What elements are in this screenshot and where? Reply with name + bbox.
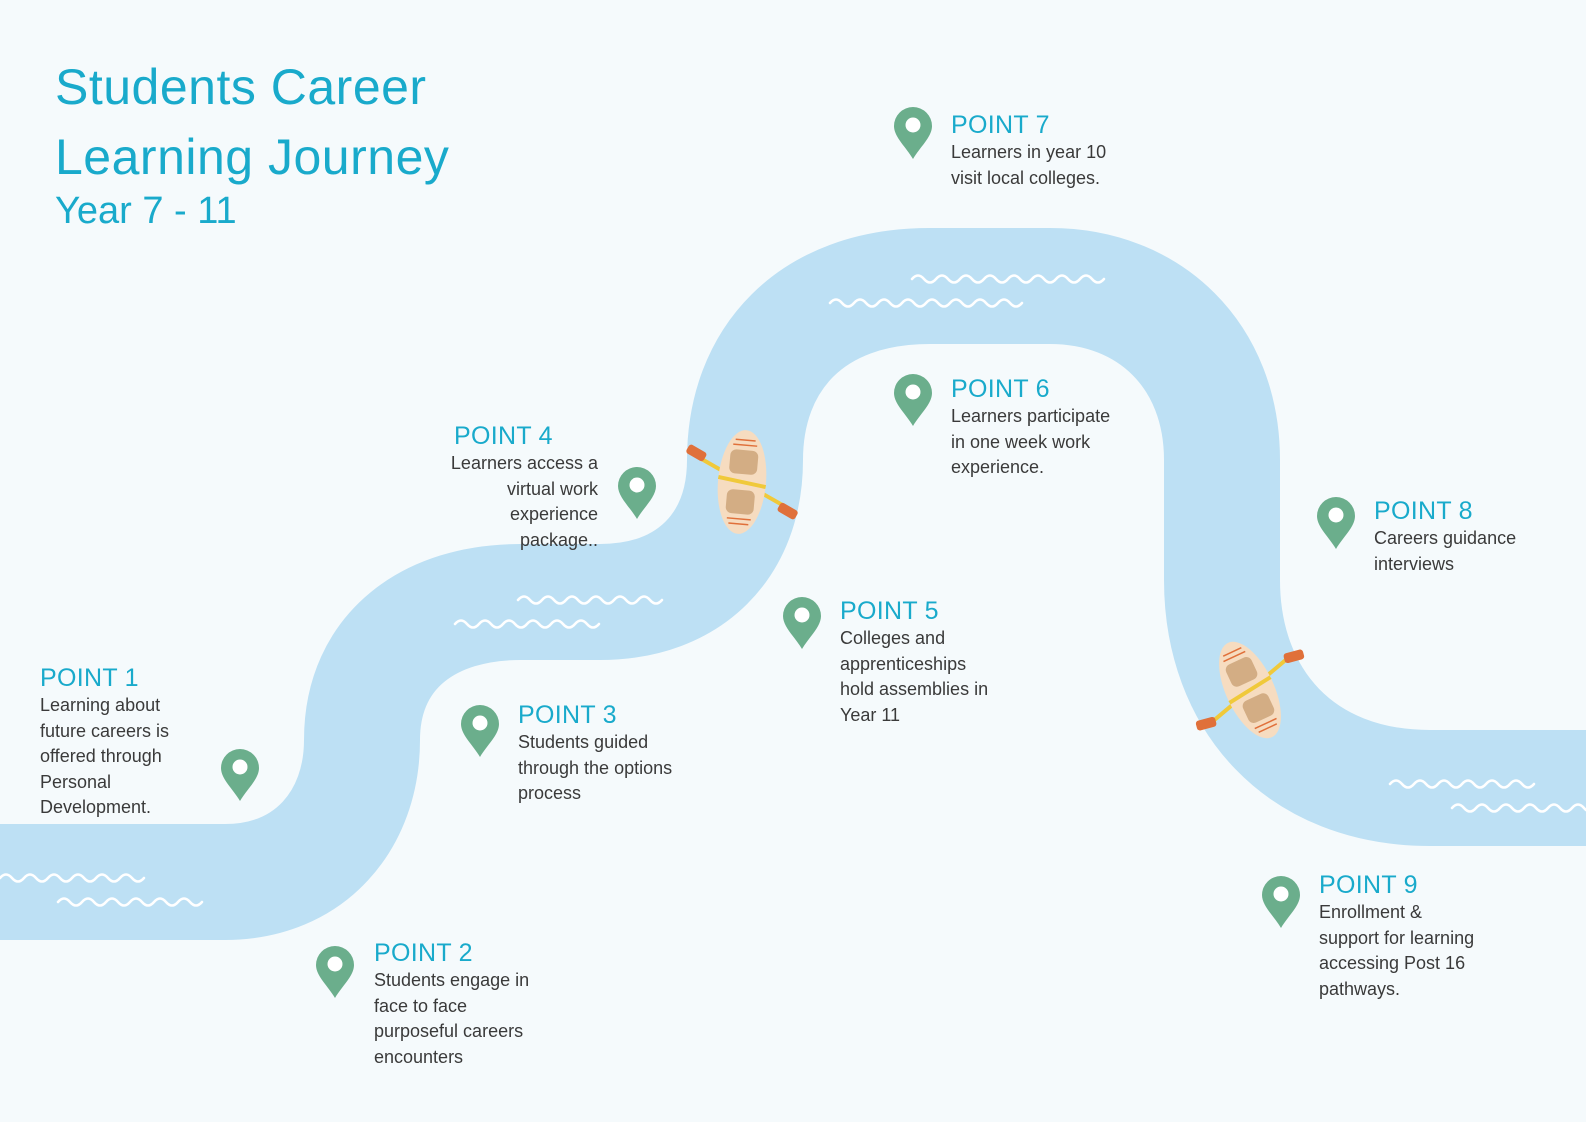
point-description: Careers guidance interviews [1374, 528, 1517, 574]
point-6: POINT 6 Learners participate in one week… [951, 374, 1110, 481]
map-pin-icon [1317, 497, 1355, 549]
wave-line [516, 595, 664, 605]
point-heading: POINT 3 [518, 701, 617, 729]
point-8: POINT 8 Careers guidance interviews [1374, 496, 1516, 577]
wave-line [453, 619, 601, 629]
river [0, 228, 1586, 940]
point-heading: POINT 8 [1374, 497, 1473, 525]
point-2: POINT 2 Students engage in face to face … [374, 938, 529, 1070]
wave-line [56, 897, 204, 907]
point-heading: POINT 9 [1319, 871, 1418, 899]
rowing-boat-icon [686, 430, 798, 534]
point-5: POINT 5 Colleges and apprenticeships hol… [840, 596, 988, 728]
title-line-1: Students Career [55, 59, 427, 115]
point-description: Learners access a virtual work experienc… [450, 453, 598, 550]
page-title: Students Career Learning Journey [55, 52, 449, 192]
point-heading: POINT 5 [840, 597, 939, 625]
point-description: Enrollment & support for learning access… [1319, 902, 1475, 999]
point-heading: POINT 6 [951, 375, 1050, 403]
map-pin-icon [618, 467, 656, 519]
wave-line [910, 274, 1106, 284]
map-pin-icon [894, 107, 932, 159]
map-pin-icon [316, 946, 354, 998]
point-9: POINT 9 Enrollment & support for learnin… [1319, 870, 1474, 1002]
map-pin-icon [894, 374, 932, 426]
title-line-2: Learning Journey [55, 129, 450, 185]
wave-line [828, 298, 1024, 308]
point-heading: POINT 4 [454, 422, 553, 450]
point-heading: POINT 2 [374, 939, 473, 967]
point-4: POINT 4 Learners access a virtual work e… [420, 421, 598, 553]
point-description: Learners in year 10 visit local colleges… [951, 142, 1107, 188]
map-pin-icon [1262, 876, 1300, 928]
point-description: Students guided through the options proc… [518, 732, 673, 804]
point-description: Learning about future careers is offered… [40, 695, 170, 818]
rowing-boat-icon [1195, 641, 1305, 739]
map-pin-icon [221, 749, 259, 801]
map-pin-icon [461, 705, 499, 757]
point-heading: POINT 1 [40, 664, 139, 692]
point-description: Colleges and apprenticeships hold assemb… [840, 628, 989, 725]
page-subtitle: Year 7 - 11 [55, 190, 237, 232]
point-3: POINT 3 Students guided through the opti… [518, 700, 672, 807]
point-description: Students engage in face to face purposef… [374, 970, 530, 1067]
point-7: POINT 7 Learners in year 10 visit local … [951, 110, 1106, 191]
point-1: POINT 1 Learning about future careers is… [40, 663, 169, 821]
wave-line [0, 873, 146, 883]
map-pin-icon [783, 597, 821, 649]
point-heading: POINT 7 [951, 111, 1050, 139]
point-description: Learners participate in one week work ex… [951, 406, 1111, 478]
wave-line [1450, 803, 1586, 813]
wave-line [1388, 779, 1536, 789]
river-waves [0, 274, 1586, 907]
